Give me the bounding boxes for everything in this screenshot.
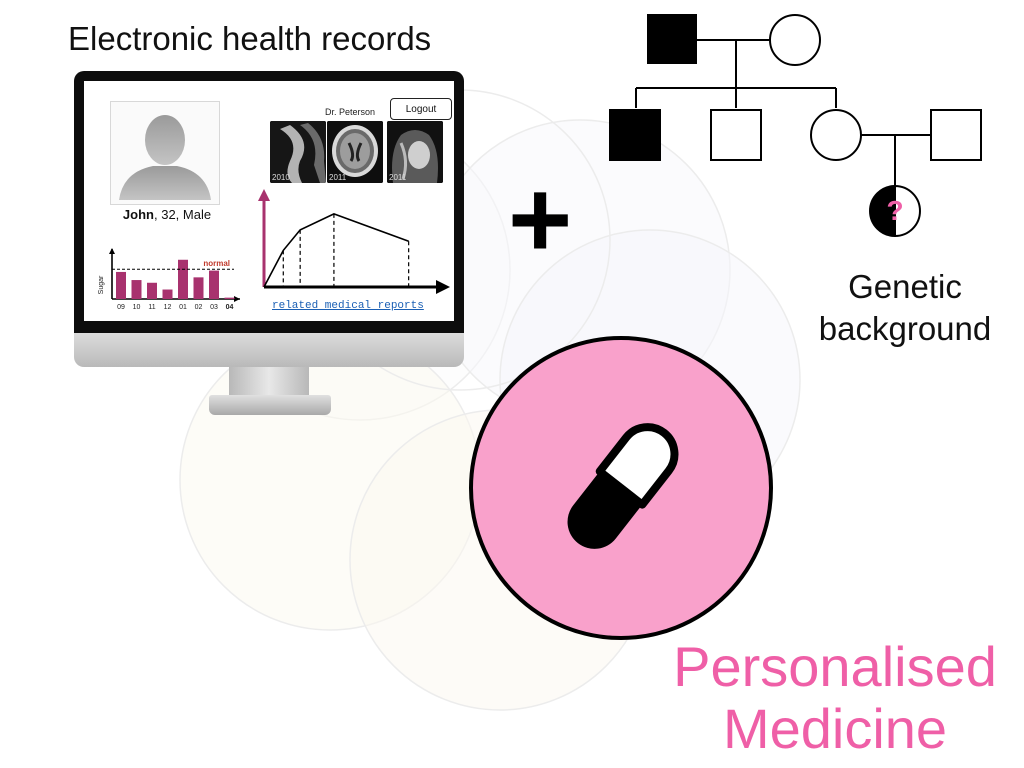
sugar-month-label: 01 [179, 304, 187, 311]
scan-year: 2011 [329, 173, 347, 182]
patient-details: , 32, Male [153, 207, 212, 222]
scan-year: 2011 [389, 173, 407, 182]
logout-button[interactable]: Logout [390, 98, 452, 120]
sugar-bar [224, 297, 235, 299]
monitor-bezel: Dr. Peterson Logout John, 32, Male [74, 71, 464, 333]
trend-x-arrow [436, 280, 450, 294]
sugar-month-label: 09 [117, 304, 125, 311]
trend-series-line [263, 212, 409, 288]
patient-info: John, 32, Male [92, 207, 242, 222]
sugar-month-label: 03 [210, 304, 218, 311]
sugar-bar [178, 259, 188, 299]
sugar-y-arrow [109, 248, 115, 254]
sugar-bar [162, 289, 173, 299]
monitor-stand-base [209, 395, 331, 415]
pedigree-female [810, 109, 862, 161]
brain-mri-image [327, 121, 383, 183]
pedigree-unknown-mark: ? [886, 195, 903, 226]
sugar-bar [147, 282, 157, 299]
personalised-medicine-label: Personalised Medicine [673, 635, 997, 760]
pedigree-child-half-open [894, 184, 921, 238]
sugar-normal-label: normal [203, 259, 230, 268]
xray-image [270, 121, 326, 183]
pedigree-affected-male [609, 109, 661, 161]
patient-name: John [122, 207, 154, 222]
plus-sign: + [508, 158, 573, 281]
avatar-silhouette-icon [119, 115, 211, 200]
sugar-y-label: Sugar [98, 275, 105, 294]
pedigree-chart [609, 14, 982, 238]
scan-year: 2010 [272, 173, 290, 182]
xray-thumbnail[interactable]: 2010 [270, 121, 326, 183]
chest-mri-image [387, 121, 443, 183]
sugar-month-label: 04 [226, 304, 234, 311]
chest-mri-thumbnail[interactable]: 2011 [387, 121, 443, 183]
sugar-month-label: 11 [148, 304, 155, 311]
pedigree-male [930, 109, 982, 161]
sugar-month-label: 02 [195, 304, 203, 311]
sugar-month-label: 12 [164, 304, 172, 311]
trend-line-chart [258, 189, 450, 294]
sugar-bar [193, 277, 204, 299]
monitor-chin [74, 333, 464, 367]
monitor: Dr. Peterson Logout John, 32, Male [74, 71, 464, 415]
brain-mri-thumbnail[interactable]: 2011 [327, 121, 383, 183]
trend-y-arrow [258, 189, 270, 201]
sugar-month-label: 10 [133, 304, 141, 311]
pill-icon [567, 423, 679, 549]
pedigree-child-half-filled [869, 184, 896, 238]
doctor-name: Dr. Peterson [325, 107, 376, 117]
ehr-screen: Dr. Peterson Logout John, 32, Male [84, 81, 454, 321]
sugar-bar [209, 270, 219, 299]
pedigree-male [710, 109, 762, 161]
monitor-stand [229, 367, 309, 395]
sugar-x-arrow [234, 296, 240, 302]
ehr-title: Electronic health records [68, 20, 432, 57]
patient-avatar [110, 101, 220, 205]
pedigree-affected-male [647, 14, 697, 64]
sugar-bar [131, 280, 142, 299]
genetic-background-label: Genetic background [818, 268, 992, 347]
sugar-bar [116, 271, 126, 299]
pedigree-female [769, 14, 821, 66]
related-medical-reports-link[interactable]: related medical reports [272, 300, 424, 312]
pill-light-half [595, 423, 679, 509]
